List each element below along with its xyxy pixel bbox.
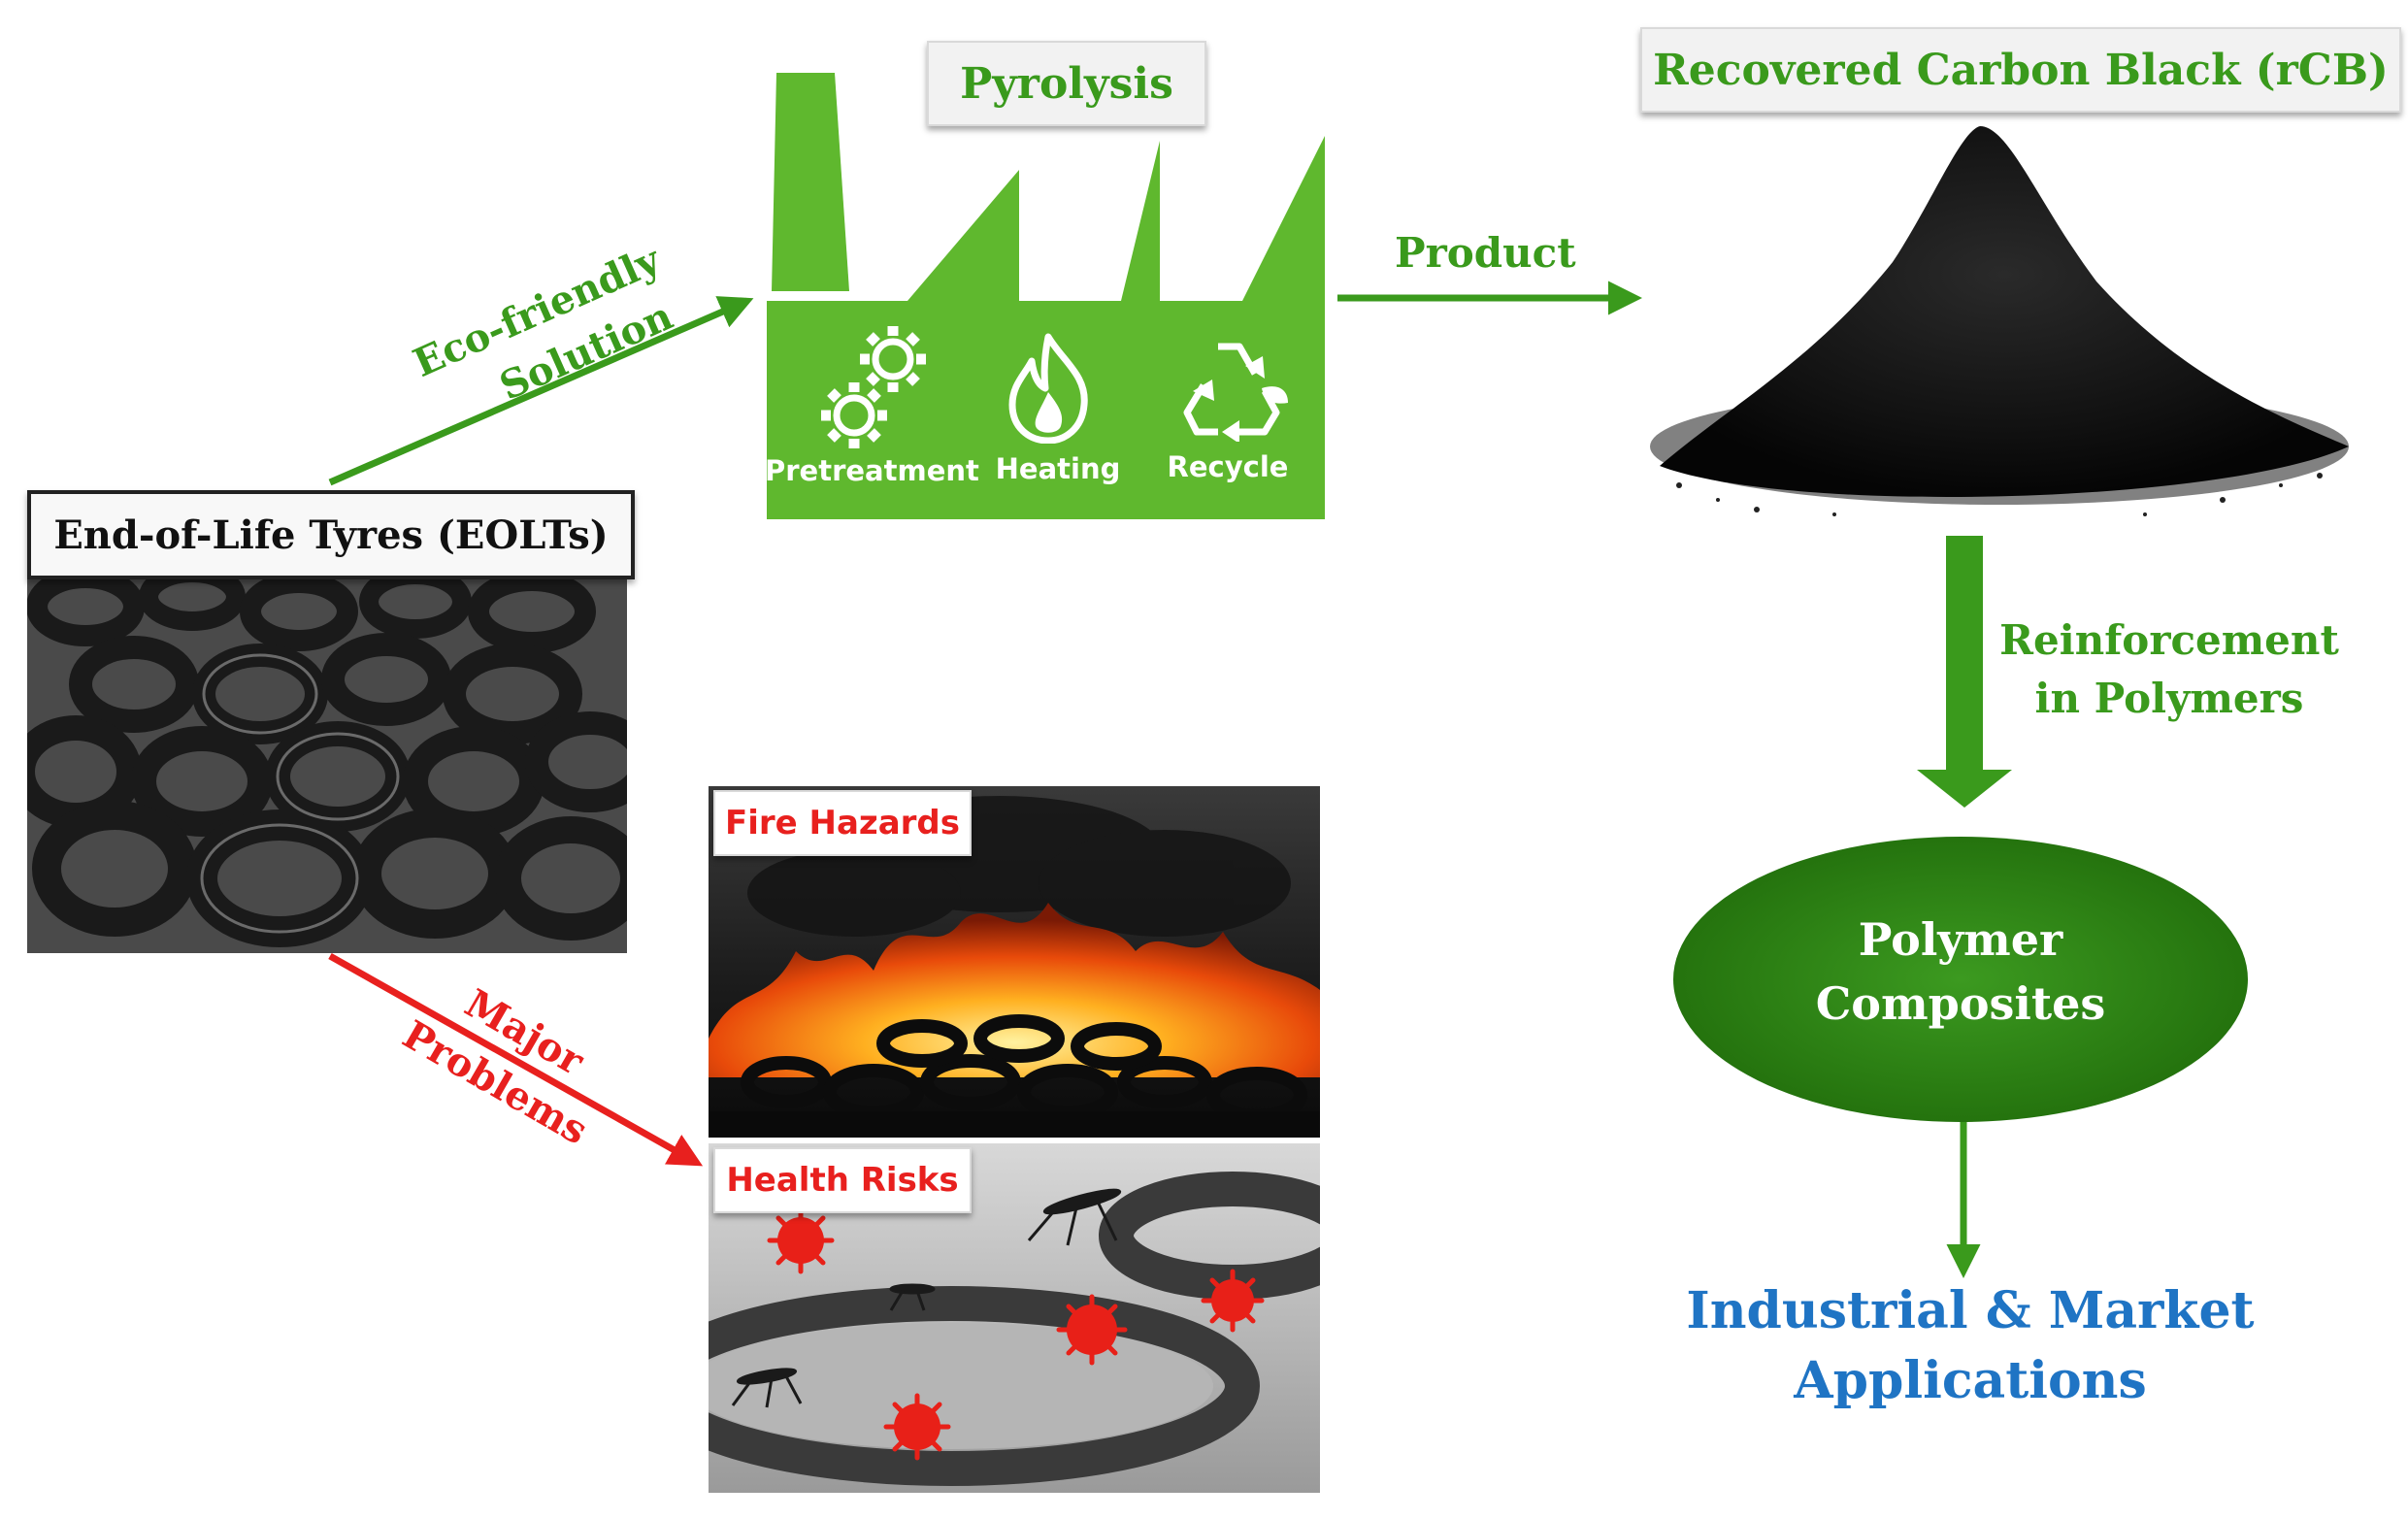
reinforcement-line2: in Polymers bbox=[2034, 675, 2304, 722]
reinforcement-line1: Reinforcement bbox=[1999, 616, 2339, 664]
tyres-pile-image bbox=[27, 568, 627, 953]
major-problems-arrow bbox=[328, 952, 704, 1167]
reinforcement-label: Reinforcement in Polymers bbox=[1985, 611, 2354, 728]
tyres-pile-illustration bbox=[27, 568, 627, 953]
reinforcement-arrow bbox=[1917, 536, 2012, 808]
eolt-title-box: End-of-Life Tyres (EOLTs) bbox=[27, 490, 635, 579]
pyrolysis-title-box: Pyrolysis bbox=[927, 41, 1206, 126]
factory-step-recycle: Recycle bbox=[1167, 450, 1289, 483]
flame-icon bbox=[1008, 333, 1088, 444]
applications-label: Industrial & Market Applications bbox=[1650, 1276, 2291, 1416]
fire-hazards-title-box: Fire Hazards bbox=[713, 790, 972, 856]
polymer-composites-line1: Polymer bbox=[1858, 913, 2063, 966]
rcb-title: Recovered Carbon Black (rCB) bbox=[1653, 45, 2389, 95]
pyrolysis-title: Pyrolysis bbox=[960, 58, 1173, 109]
factory-step-heating: Heating bbox=[995, 452, 1121, 485]
applications-line2: Applications bbox=[1794, 1351, 2147, 1410]
health-risks-title-box: Health Risks bbox=[713, 1147, 972, 1213]
eco-friendly-arrow bbox=[328, 296, 754, 486]
rcb-title-box: Recovered Carbon Black (rCB) bbox=[1640, 27, 2401, 113]
polymer-composites-label: Polymer Composites bbox=[1708, 908, 2213, 1036]
polymer-composites-line2: Composites bbox=[1815, 977, 2106, 1030]
recycle-icon bbox=[1183, 343, 1288, 442]
factory-step-pretreatment: Pretreatment bbox=[765, 454, 979, 487]
factory-icon bbox=[767, 73, 1325, 519]
product-label: Product bbox=[1395, 229, 1576, 277]
health-risks-title: Health Risks bbox=[726, 1161, 959, 1200]
polymer-composites-shape bbox=[1673, 837, 2248, 1122]
gears-icon bbox=[821, 326, 926, 448]
eolt-title: End-of-Life Tyres (EOLTs) bbox=[53, 512, 609, 558]
applications-line1: Industrial & Market bbox=[1686, 1281, 2255, 1340]
fire-hazards-title: Fire Hazards bbox=[724, 804, 961, 842]
carbon-black-pile-image bbox=[1650, 126, 2349, 516]
